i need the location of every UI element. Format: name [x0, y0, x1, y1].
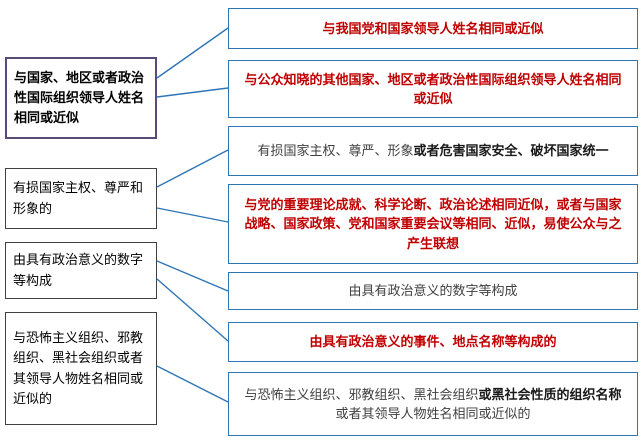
right-box-text: 与公众知晓的其他国家、地区或者政治性国际组织领导人姓名相同或近似: [244, 71, 622, 107]
right-box-terrorist-org-names: 与恐怖主义组织、邪教组织、黑社会组织或黑社会性质的组织名称或者其领导人物姓名相同…: [228, 372, 638, 436]
right-box-party-state-leaders: 与我国党和国家领导人姓名相同或近似: [228, 8, 638, 49]
right-box-sovereignty-security: 有损国家主权、尊严、形象或者危害国家安全、破坏国家统一: [228, 126, 638, 176]
left-box-label: 有损国家主权、尊严和形象的: [13, 180, 144, 216]
connector-line: [156, 278, 229, 342]
connector-line: [156, 27, 229, 79]
connector-line: [156, 365, 229, 403]
right-box-party-theory-policy: 与党的重要理论成就、科学论断、政治论述相同近似，或者与国家战略、国家政策、党和国…: [228, 184, 638, 264]
left-box-political-leader-names: 与国家、地区或者政治性国际组织领导人姓名相同或近似: [5, 57, 157, 139]
left-box-label: 与恐怖主义组织、邪教组织、黑社会组织或者其领导人物姓名相同或近似的: [13, 330, 144, 406]
connector-line: [156, 149, 229, 188]
left-box-national-dignity: 有损国家主权、尊严和形象的: [5, 168, 157, 229]
right-box-foreign-org-leaders: 与公众知晓的其他国家、地区或者政治性国际组织领导人姓名相同或近似: [228, 60, 638, 118]
left-box-terrorist-organizations: 与恐怖主义组织、邪教组织、黑社会组织或者其领导人物姓名相同或近似的: [5, 312, 157, 425]
right-box-political-numbers: 由具有政治意义的数字等构成: [228, 272, 638, 310]
right-box-text: 有损国家主权、尊严、形象或者危害国家安全、破坏国家统一: [257, 143, 609, 159]
right-box-text: 与我国党和国家领导人姓名相同或近似: [322, 20, 544, 36]
connector-line: [156, 87, 229, 98]
right-box-text: 与恐怖主义组织、邪教组织、黑社会组织或黑社会性质的组织名称或者其领导人物姓名相同…: [244, 386, 622, 422]
left-box-political-numbers: 由具有政治意义的数字等构成: [5, 242, 157, 299]
right-box-political-events-places: 由具有政治意义的事件、地点名称等构成的: [228, 322, 638, 362]
right-box-text: 由具有政治意义的事件、地点名称等构成的: [309, 334, 557, 350]
left-box-label: 由具有政治意义的数字等构成: [13, 252, 144, 288]
right-box-text: 与党的重要理论成就、科学论断、政治论述相同近似，或者与国家战略、国家政策、党和国…: [244, 196, 622, 251]
connector-line: [156, 260, 229, 292]
connector-line: [156, 207, 229, 223]
right-box-text: 由具有政治意义的数字等构成: [348, 283, 518, 299]
left-box-label: 与国家、地区或者政治性国际组织领导人姓名相同或近似: [14, 69, 145, 126]
